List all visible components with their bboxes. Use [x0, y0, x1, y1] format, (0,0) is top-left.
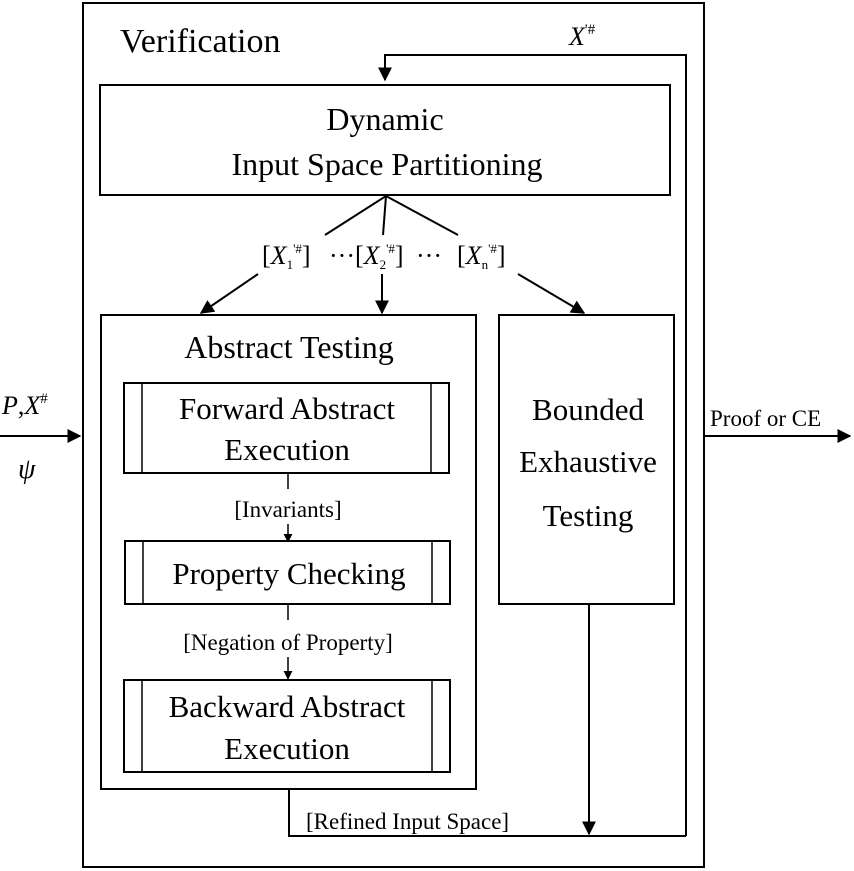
bounded-line3: Testing	[543, 498, 634, 533]
partition-dots-2: ···	[416, 241, 442, 270]
forward-execution-box	[123, 382, 450, 474]
backward-execution-line2: Execution	[224, 731, 350, 766]
arrow-to-bounded-testing	[517, 273, 586, 314]
bounded-line2: Exhaustive	[519, 444, 657, 479]
partitioning-title-line1: Dynamic	[326, 101, 443, 137]
split-line-left	[324, 195, 387, 236]
negation-label: [Negation of Property]	[183, 630, 393, 655]
forward-execution-line2: Execution	[224, 432, 350, 467]
partition-xn-label: [Xn'#]	[457, 241, 506, 272]
property-psi-label: ψ	[18, 454, 36, 485]
partition-dots-1: ···	[329, 241, 355, 270]
verification-label: Verification	[120, 23, 281, 60]
feedback-label: X'#	[568, 22, 596, 51]
property-checking-label: Property Checking	[172, 556, 405, 591]
input-label: P,X#	[1, 391, 48, 420]
backward-execution-line1: Backward Abstract	[169, 689, 406, 724]
partition-x2-label: [X2'#]	[355, 241, 404, 272]
output-label: Proof or CE	[710, 406, 821, 431]
bounded-testing-box	[498, 314, 675, 605]
partitioning-title-line2: Input Space Partitioning	[231, 146, 542, 182]
feedback-loop-arrow	[378, 54, 687, 836]
backward-execution-box	[123, 679, 451, 773]
abstract-testing-title: Abstract Testing	[184, 329, 394, 365]
bounded-line1: Bounded	[532, 392, 644, 427]
property-checking-box	[124, 540, 451, 605]
partition-x1-label: [X1'#]	[262, 241, 311, 272]
split-line-middle	[382, 195, 387, 236]
refined-space-label: [Refined Input Space]	[306, 809, 509, 834]
forward-execution-line1: Forward Abstract	[179, 391, 395, 426]
partitioning-box	[99, 84, 671, 196]
refined-space-line	[288, 789, 686, 837]
invariants-label: [Invariants]	[234, 497, 341, 522]
arrow-to-abstract-testing	[199, 273, 259, 314]
split-line-right	[385, 195, 459, 236]
